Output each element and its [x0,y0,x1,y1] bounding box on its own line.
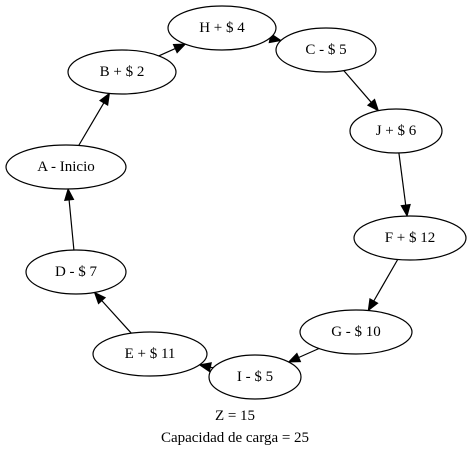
node-E: E + $ 11 [92,331,208,377]
edge-B-H [158,48,176,57]
node-ellipse-H [167,5,277,51]
arrowhead-D-A [64,187,75,201]
node-label-C: C - $ 5 [305,42,346,58]
arrowhead-B-H [172,43,187,54]
node-label-B: B + $ 2 [100,64,145,80]
node-G: G - $ 10 [299,309,413,355]
edge-D-A [68,199,75,251]
node-ellipse-B [67,49,177,95]
arrowhead-A-B [99,92,111,107]
arrowhead-E-D [93,291,107,305]
objective-value-caption: Z = 15 [215,408,255,424]
node-label-H: H + $ 4 [199,20,245,36]
edge-J-F [398,152,407,206]
node-ellipse-F [353,215,467,261]
node-ellipse-J [349,108,443,154]
node-F: F + $ 12 [353,215,467,261]
node-label-A: A - Inicio [37,159,95,175]
node-ellipse-I [208,354,302,400]
edge-G-I [298,347,320,359]
arrowhead-I-E [198,362,212,373]
arrowhead-J-F [400,203,411,218]
arrowhead-F-G [367,298,379,312]
node-H: H + $ 4 [167,5,277,51]
node-A: A - Inicio [5,144,127,190]
node-label-E: E + $ 11 [125,346,176,362]
node-J: J + $ 6 [349,108,443,154]
node-ellipse-D [25,249,127,295]
node-label-D: D - $ 7 [55,264,98,280]
edges-layer [64,32,411,373]
node-C: C - $ 5 [275,27,377,73]
nodes-layer: A - Inicio B + $ 2 H + $ 4 C - $ 5 J + $ 6 F … [5,5,467,400]
node-ellipse-C [275,27,377,73]
edge-A-B [78,102,105,146]
node-D: D - $ 7 [25,249,127,295]
edge-F-G [373,259,399,302]
node-ellipse-A [5,144,127,190]
edge-C-J [343,70,372,103]
node-label-J: J + $ 6 [376,123,417,139]
node-label-F: F + $ 12 [385,230,436,246]
edge-E-D [101,300,132,334]
load-capacity-caption: Capacidad de carga = 25 [161,430,309,446]
node-I: I - $ 5 [208,354,302,400]
node-ellipse-G [299,309,413,355]
node-label-I: I - $ 5 [237,369,273,385]
node-ellipse-E [92,331,208,377]
node-B: B + $ 2 [67,49,177,95]
node-label-G: G - $ 10 [331,324,381,340]
arrowhead-C-J [366,98,380,112]
arrowhead-G-I [287,352,302,363]
